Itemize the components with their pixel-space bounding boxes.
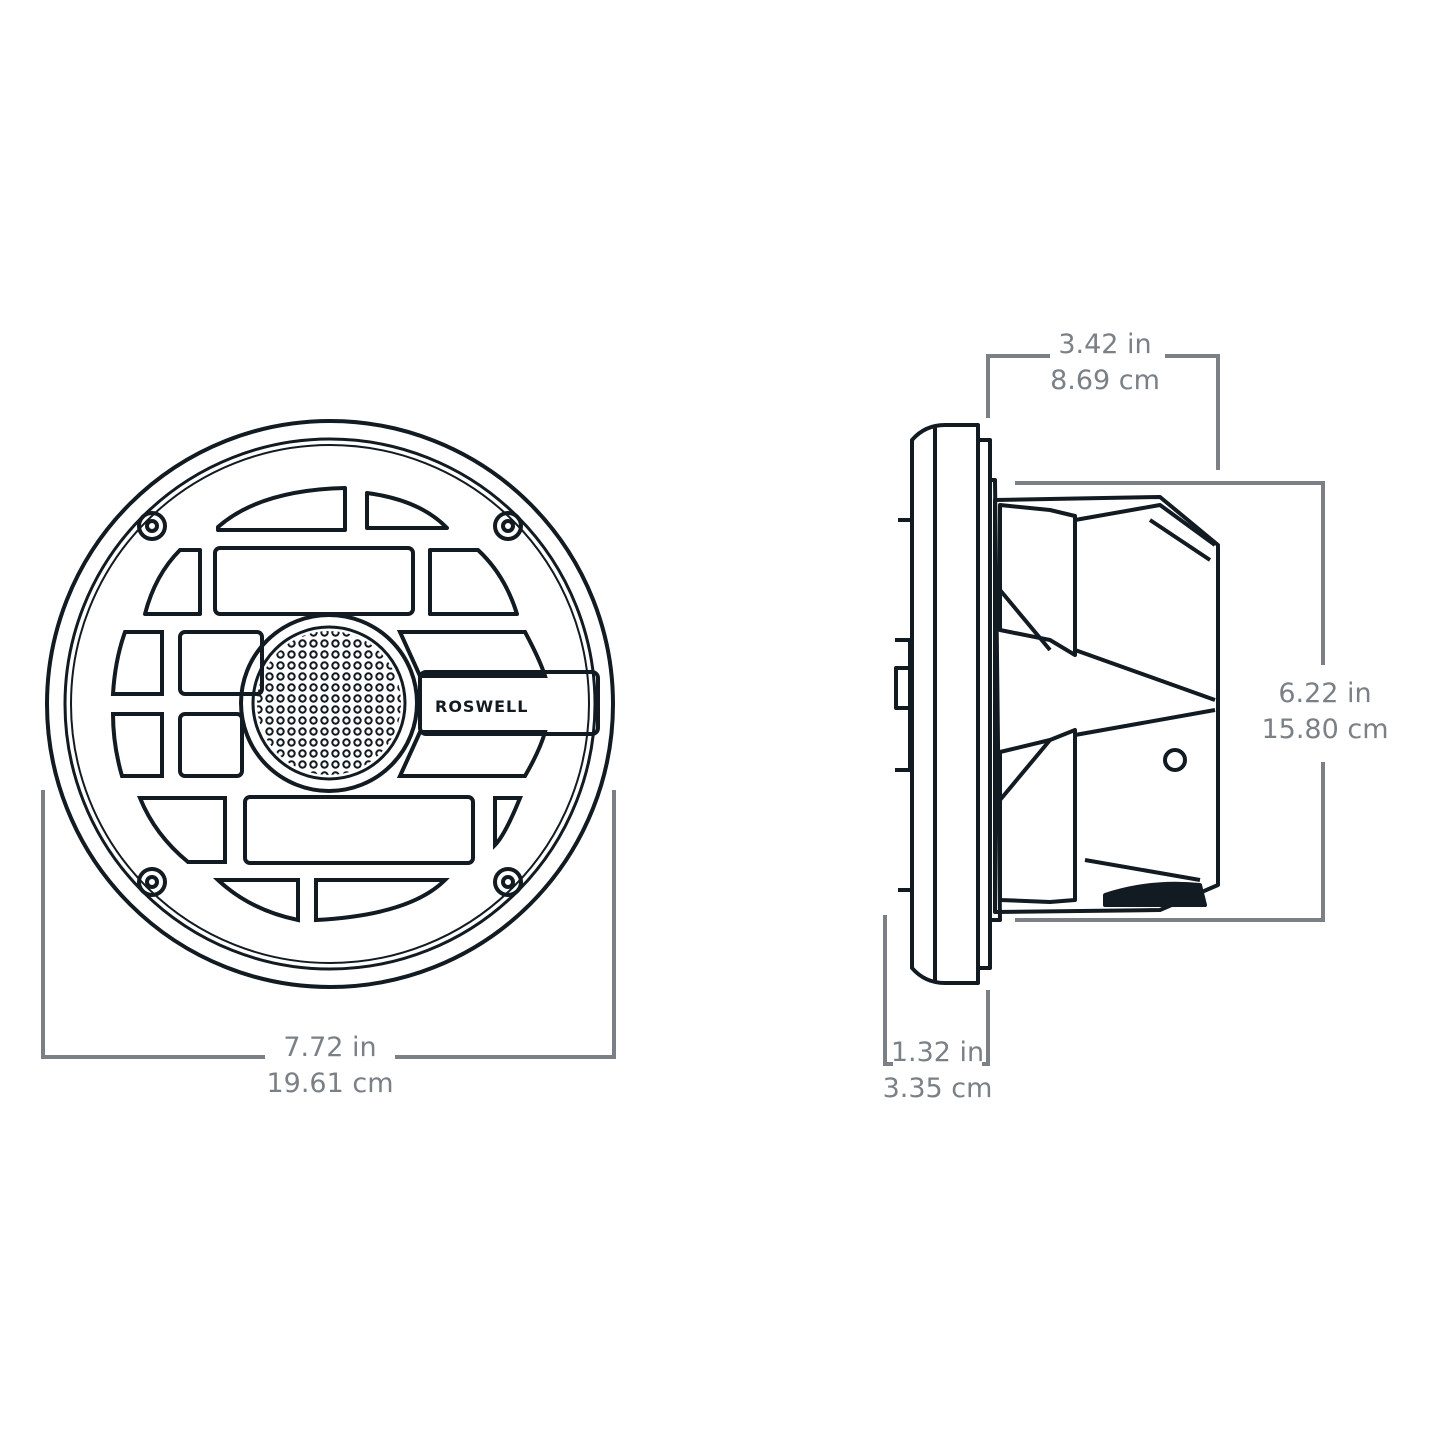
screw-icon — [493, 867, 523, 897]
height-inches: 6.22 in — [1278, 678, 1372, 709]
tweeter-mesh — [257, 631, 401, 775]
brand-badge — [418, 670, 600, 736]
front-width-inches: 7.72 in — [283, 1032, 377, 1063]
basket — [993, 495, 1220, 914]
side-view — [894, 423, 1220, 985]
screw-icon — [137, 867, 167, 897]
outer-ring — [45, 419, 615, 989]
front-width-bracket — [41, 790, 616, 1059]
screw-icon — [493, 511, 523, 541]
height-cm: 15.80 cm — [1261, 714, 1389, 745]
depth-bracket — [986, 354, 1220, 470]
flange — [910, 423, 980, 985]
screw-icon — [137, 511, 167, 541]
brand-logo: ROSWELL — [435, 697, 528, 716]
flange-depth-inches: 1.32 in — [890, 1037, 985, 1068]
terminal — [1163, 748, 1187, 772]
inner-ring-a — [63, 437, 597, 971]
flange-depth-cm: 3.35 cm — [882, 1073, 993, 1104]
front-view — [45, 419, 615, 989]
depth-inches: 3.42 in — [1058, 329, 1152, 360]
height-bracket — [1015, 481, 1325, 922]
dimension-lines — [41, 354, 1325, 1066]
depth-cm: 8.69 cm — [1050, 365, 1160, 396]
tweeter-ring — [239, 613, 419, 793]
flange-bracket — [883, 915, 990, 1066]
inner-ring-b — [70, 444, 590, 964]
front-width-cm: 19.61 cm — [266, 1068, 394, 1099]
